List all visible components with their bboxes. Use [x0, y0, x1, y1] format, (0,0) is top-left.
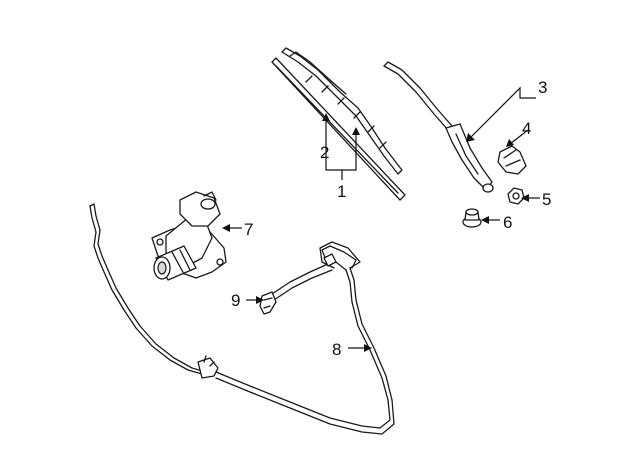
- callout-8: 8: [332, 340, 341, 359]
- callout-7: 7: [244, 220, 253, 239]
- callout-5: 5: [542, 190, 551, 209]
- callout-labels: 1 2 3 4 5 6 7 8 9: [231, 78, 551, 359]
- nut[interactable]: [507, 187, 525, 205]
- wiper-arm[interactable]: [383, 61, 494, 193]
- washer-nozzle[interactable]: [259, 291, 277, 315]
- wiper-blade[interactable]: [271, 47, 406, 201]
- callout-1: 1: [337, 182, 346, 201]
- callout-3: 3: [538, 78, 547, 97]
- callout-4: 4: [522, 119, 531, 138]
- wiper-motor[interactable]: [151, 191, 227, 281]
- callout-9: 9: [231, 291, 240, 310]
- callout-2: 2: [320, 143, 329, 162]
- callout-6: 6: [503, 213, 512, 232]
- pivot-cap[interactable]: [497, 145, 527, 175]
- seal[interactable]: [462, 208, 482, 228]
- leader-lines: [222, 86, 540, 352]
- washer-hose[interactable]: [89, 203, 395, 435]
